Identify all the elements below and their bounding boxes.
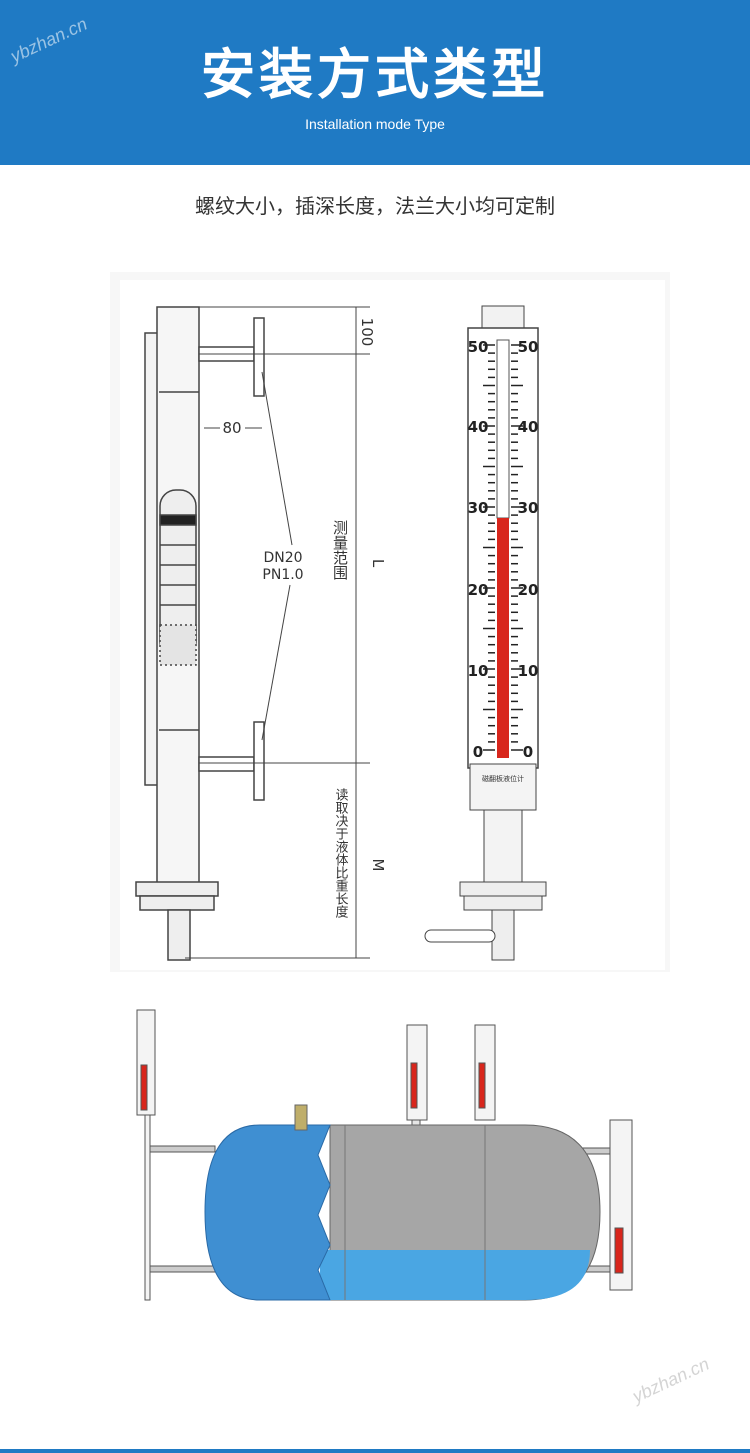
- scale-tick-0-right: 0: [523, 743, 533, 761]
- tank-cutaway-end: [204, 1124, 331, 1301]
- scale-tick-40-left: 40: [468, 418, 489, 436]
- flange-spec-line2: PN1.0: [262, 567, 303, 583]
- left-side-gauge: [136, 1009, 216, 1301]
- caption-text: 螺纹大小，插深长度，法兰大小均可定制: [195, 194, 555, 218]
- top-gauge-2: [474, 1024, 496, 1121]
- dim-m-label: M: [369, 859, 387, 872]
- red-indicator-column: [497, 518, 509, 758]
- dimension-lines: [160, 306, 370, 959]
- front-view-gauge: 磁翻板液位计: [424, 305, 547, 961]
- flange-spec-line1: DN20: [263, 550, 302, 566]
- nameplate-label: 磁翻板液位计: [482, 774, 524, 783]
- depends-label: 读取决于液体比重长度: [333, 788, 349, 918]
- bottom-border: [0, 1449, 750, 1453]
- scale-tick-20-right: 20: [518, 581, 539, 599]
- dim-l-label: L: [369, 559, 387, 568]
- page-subtitle: Installation mode Type: [305, 116, 445, 132]
- watermark-bottom: ybzhan.cn: [629, 1353, 713, 1407]
- scale-tick-20-left: 20: [468, 581, 489, 599]
- tank-illustration: [136, 1009, 633, 1301]
- dim-offset-label: 80: [222, 419, 241, 437]
- page-title: 安装方式类型: [201, 43, 549, 106]
- side-view-gauge: [135, 306, 265, 961]
- scale-tick-40-right: 40: [518, 418, 539, 436]
- scale-tick-30-right: 30: [518, 499, 539, 517]
- dim-top-label: 100: [358, 318, 376, 347]
- installation-drawing: 100 80 L M DN20 PN1.0 测量范围 读取决于液体比重长度 磁翻…: [110, 272, 670, 972]
- scale-tick-0-left: 0: [473, 743, 483, 761]
- range-label: 测量范围: [331, 520, 349, 580]
- header-banner: 安装方式类型 Installation mode Type ybzhan.cn: [0, 0, 750, 165]
- scale-tick-50-left: 50: [468, 338, 489, 356]
- tank-liquid: [320, 1250, 590, 1300]
- scale-tick-10-left: 10: [468, 662, 489, 680]
- scale-tick-50-right: 50: [518, 338, 539, 356]
- scale-tick-10-right: 10: [518, 662, 539, 680]
- scale-tick-30-left: 30: [468, 499, 489, 517]
